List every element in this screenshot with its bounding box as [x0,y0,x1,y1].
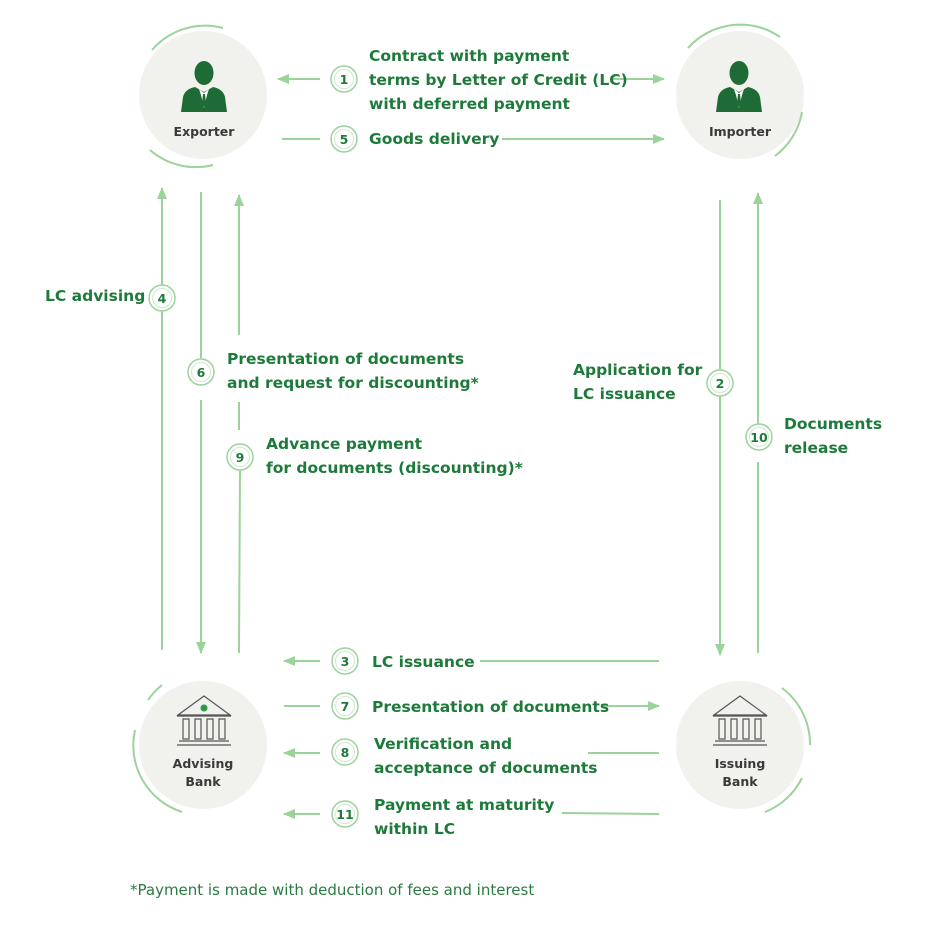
importer-ring-arc [687,23,781,49]
exporter-ring-arc [149,149,214,169]
step-badge-7: 7 [331,692,359,720]
step-badge-5: 5 [330,125,358,153]
svg-text:4: 4 [158,291,167,306]
step10-label-line1: Documents [784,415,882,433]
step3-label: LC issuance [372,653,475,671]
step-badge-2: 2 [706,369,734,397]
issuing-bank-node: Issuing Bank [676,681,812,813]
importer-label: Importer [709,124,772,139]
step9-line [238,469,241,654]
step1-label-line1: Contract with payment [369,47,570,65]
issuing-bank-ring-arc [781,687,812,746]
svg-text:9: 9 [236,450,245,465]
step-badge-11: 11 [331,800,359,828]
step2-label-line2: LC issuance [573,385,676,403]
exporter-ring-arc [151,24,224,51]
step-badge-3: 3 [331,647,359,675]
step-badge-1: 1 [330,65,358,93]
step11-label-line2: within LC [374,820,455,838]
advising-bank-ring-arc [132,729,183,813]
issuing-bank-label-line2: Bank [722,774,758,789]
step4-label: LC advising [45,287,145,305]
advising-bank-ring-arc [147,684,163,701]
step8-label-line2: acceptance of documents [374,759,598,777]
step9-label-line1: Advance payment [266,435,423,453]
svg-text:10: 10 [750,430,768,445]
step-badge-9: 9 [226,443,254,471]
person-icon [716,61,762,112]
svg-text:3: 3 [341,654,350,669]
svg-text:7: 7 [341,699,350,714]
step11-line [561,812,660,815]
svg-text:1: 1 [340,72,349,87]
importer-node: Importer [676,23,804,159]
footnote: *Payment is made with deduction of fees … [130,881,534,899]
bank-icon [712,695,768,746]
svg-text:6: 6 [197,365,206,380]
step-badge-4: 4 [148,284,176,312]
step7-label: Presentation of documents [372,698,609,716]
svg-text:8: 8 [341,745,350,760]
importer-ring-arc [774,111,803,157]
issuing-bank-ring-arc [764,777,803,813]
step1-label-line2: terms by Letter of Credit (LC) [369,71,628,89]
svg-text:5: 5 [340,132,349,147]
bank-icon [176,695,232,746]
advising-bank-label-line1: Advising [173,756,234,771]
step2-label-line1: Application for [573,361,703,379]
advising-bank-node: Advising Bank [132,681,267,813]
svg-text:2: 2 [716,376,725,391]
step11-label-line1: Payment at maturity [374,796,554,814]
step-badge-6: 6 [187,358,215,386]
exporter-label: Exporter [174,124,236,139]
exporter-node: Exporter [139,24,267,169]
person-icon [181,61,227,112]
advising-bank-label-line2: Bank [185,774,221,789]
step6-label-line2: and request for discounting* [227,374,479,392]
step-badge-10: 10 [745,423,773,451]
step10-label-line2: release [784,439,848,457]
step9-label-line2: for documents (discounting)* [266,459,523,477]
step-badge-8: 8 [331,738,359,766]
issuing-bank-label-line1: Issuing [715,756,766,771]
step6-label-line1: Presentation of documents [227,350,464,368]
step5-label: Goods delivery [369,130,499,148]
step1-label-line3: with deferred payment [369,95,571,113]
step8-label-line1: Verification and [374,735,512,753]
svg-text:11: 11 [336,807,353,822]
